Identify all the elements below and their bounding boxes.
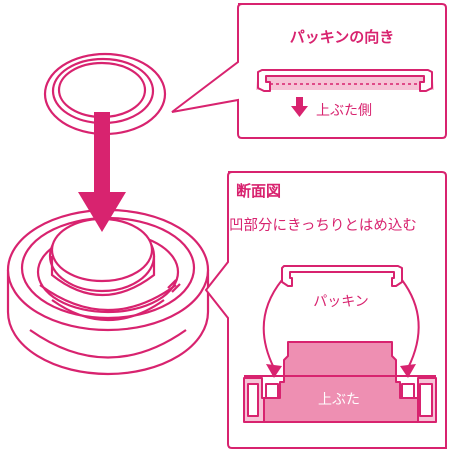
orientation-callout: パッキンの向き 上ぶた側 (171, 3, 447, 139)
gasket-profile-icon (256, 69, 434, 92)
orientation-title: パッキンの向き (290, 28, 395, 46)
curved-arrow-icon (401, 279, 420, 369)
cross-section-title: 断面図 (236, 182, 281, 200)
gasket-profile-icon (281, 265, 403, 287)
cross-section-subtitle: 凹部分にきっちりとはめ込む (229, 217, 417, 234)
down-arrow-icon (291, 97, 308, 117)
curved-arrow-icon (400, 364, 416, 378)
down-arrow-icon (78, 112, 126, 232)
gasket-ring-illustration (43, 52, 167, 136)
lid-cross-section (243, 341, 437, 423)
lid-side-label: 上ぶた側 (316, 103, 372, 119)
lid-label: 上ぶた (318, 392, 360, 408)
cross-section-callout: 断面図 凹部分にきっちりとはめ込む パッキン (204, 171, 447, 449)
curved-arrow-icon (266, 364, 282, 378)
gasket-label: パッキン (313, 294, 369, 310)
curved-arrow-icon (262, 279, 283, 369)
lid-base-illustration (6, 208, 210, 376)
